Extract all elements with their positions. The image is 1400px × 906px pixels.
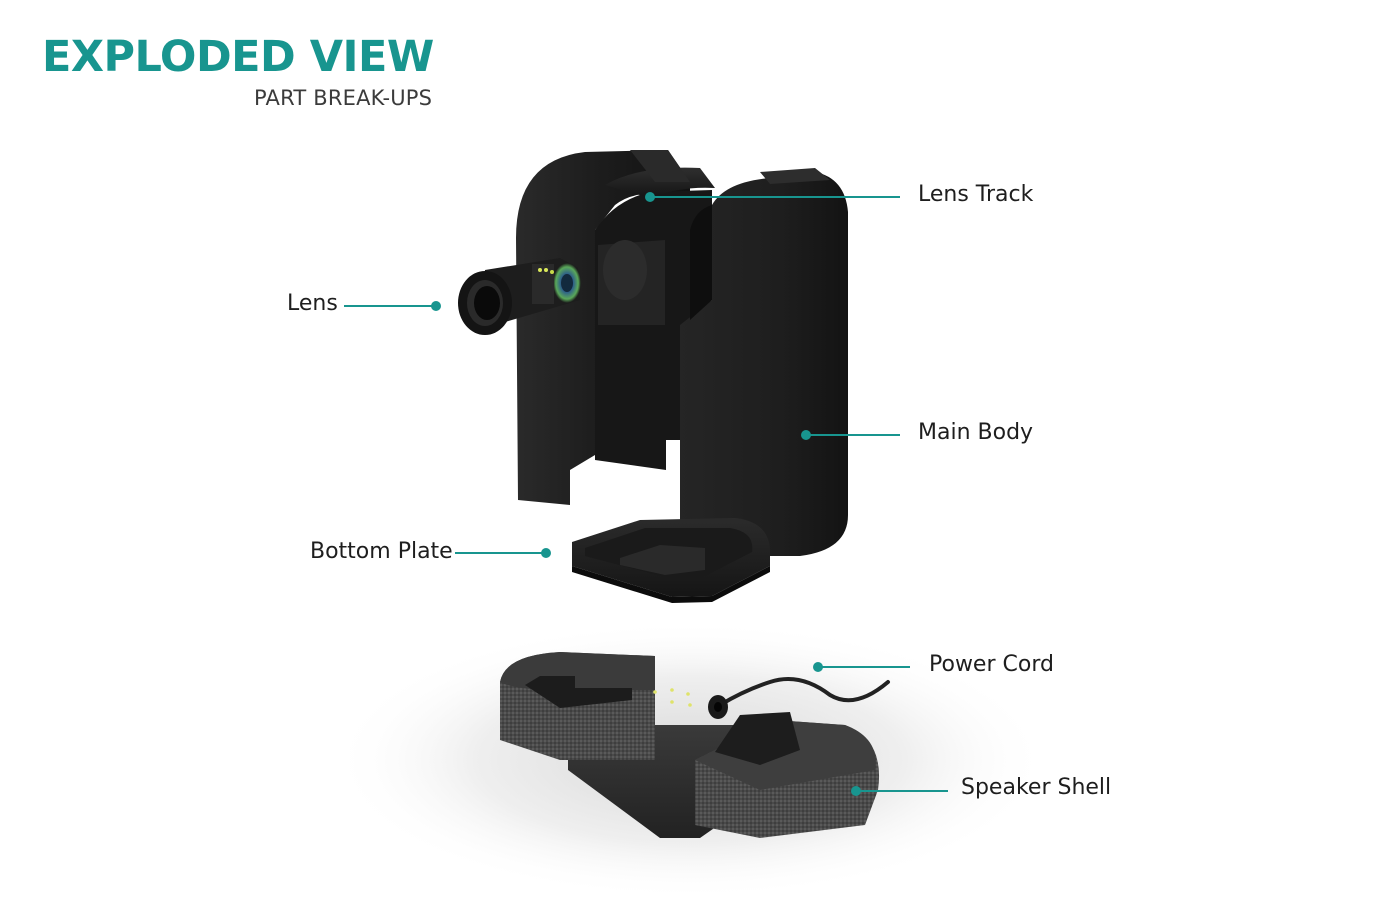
label-speaker-shell: Speaker Shell	[961, 775, 1111, 800]
callout-bottom-plate-line	[455, 548, 551, 558]
label-power-cord: Power Cord	[929, 652, 1054, 677]
right-shell	[680, 168, 848, 556]
label-lens-track: Lens Track	[918, 182, 1033, 207]
label-bottom-plate: Bottom Plate	[310, 539, 453, 564]
callout-lens-line	[344, 301, 441, 311]
bottom-plate-part	[572, 518, 770, 603]
label-main-body: Main Body	[918, 420, 1033, 445]
label-lens: Lens	[287, 291, 338, 316]
